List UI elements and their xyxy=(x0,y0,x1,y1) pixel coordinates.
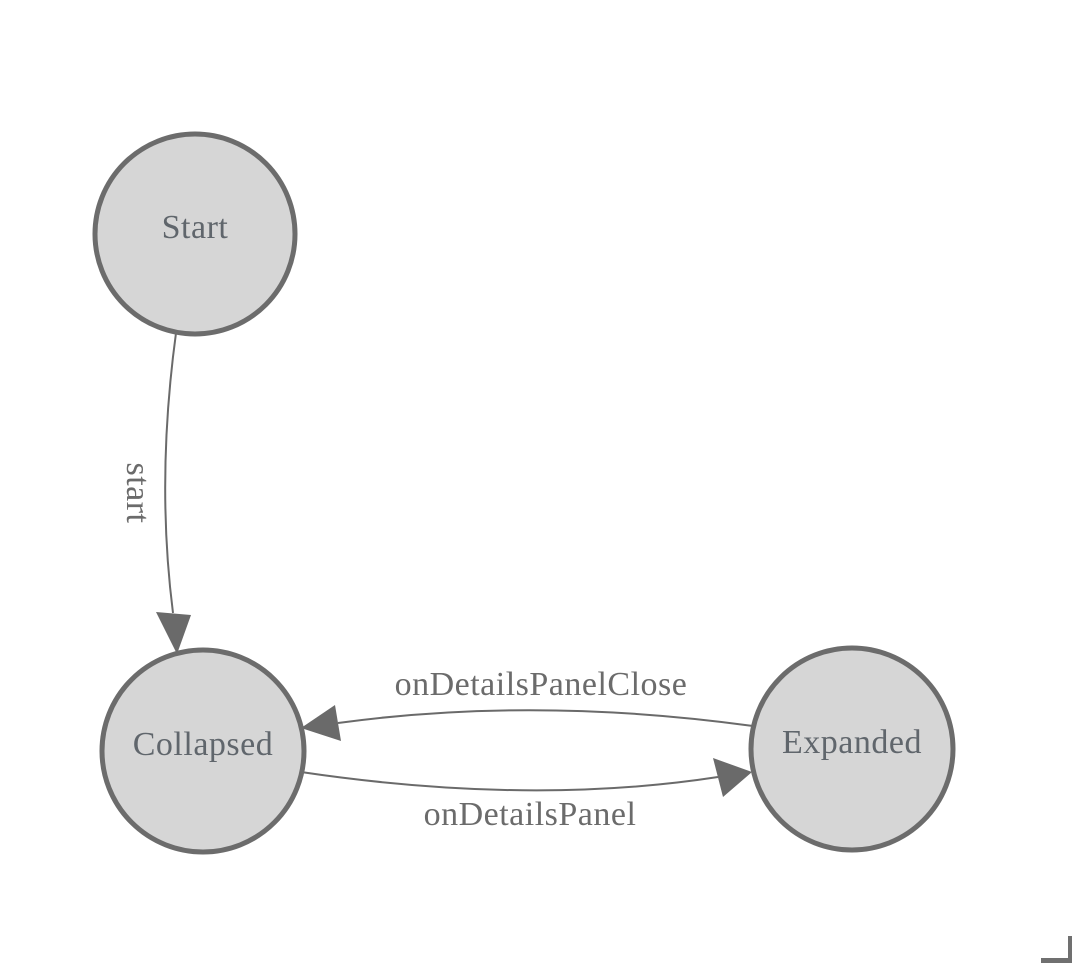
edge-expanded-to-collapsed xyxy=(337,709,754,727)
node-start-circle[interactable] xyxy=(92,131,298,337)
arrowhead-start-to-collapsed xyxy=(156,612,191,654)
edge-collapsed-to-expanded xyxy=(300,771,719,792)
node-collapsed-circle[interactable] xyxy=(99,647,307,855)
arrowhead-collapsed-to-expanded xyxy=(713,758,752,797)
arrowhead-expanded-to-collapsed xyxy=(301,705,341,741)
edges xyxy=(156,332,754,797)
node-start[interactable]: Start xyxy=(92,131,298,337)
node-expanded-label: Expanded xyxy=(782,724,922,761)
node-expanded-circle[interactable] xyxy=(748,645,956,853)
edge-label-ondetailspanel: onDetailsPanel xyxy=(424,796,637,833)
corner-vertical-bar xyxy=(1068,936,1072,963)
node-expanded[interactable]: Expanded xyxy=(748,645,956,853)
node-collapsed[interactable]: Collapsed xyxy=(99,647,307,855)
edge-label-ondetailspanelclose: onDetailsPanelClose xyxy=(395,666,688,703)
corner-horizontal-bar xyxy=(1041,958,1072,963)
canvas-border-corner xyxy=(1041,936,1072,963)
node-collapsed-label: Collapsed xyxy=(133,726,273,763)
edge-start-to-collapsed xyxy=(164,332,177,614)
node-start-label: Start xyxy=(162,209,229,246)
edge-label-start: start xyxy=(119,462,156,523)
